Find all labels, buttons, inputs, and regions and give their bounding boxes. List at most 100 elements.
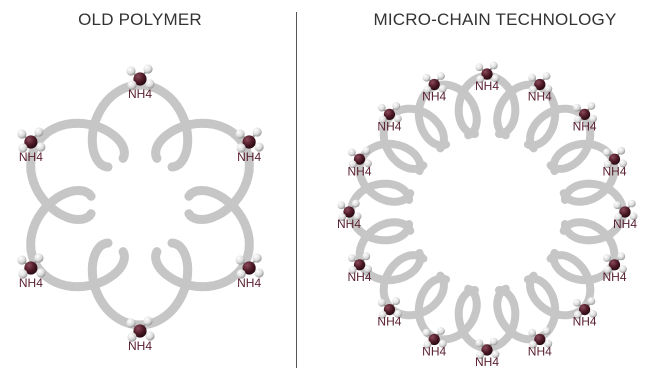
nh4-molecule: NH4 xyxy=(17,253,46,290)
nh4-label: NH4 xyxy=(422,90,446,104)
nitrogen-atom xyxy=(24,261,38,275)
hydrogen-atom xyxy=(573,115,582,124)
nh4-label: NH4 xyxy=(128,339,152,353)
hydrogen-atom xyxy=(392,102,401,110)
hydrogen-atom xyxy=(235,255,245,265)
nh4-label: NH4 xyxy=(528,90,552,104)
hydrogen-atom xyxy=(619,159,627,168)
nitrogen-atom xyxy=(578,108,591,121)
hydrogen-atom xyxy=(362,252,371,261)
hydrogen-atom xyxy=(347,148,356,157)
nitrogen-atom xyxy=(383,303,396,316)
hydrogen-atom xyxy=(377,103,386,112)
hydrogen-atom xyxy=(475,339,484,348)
hydrogen-atom xyxy=(378,310,387,319)
nh4-label: NH4 xyxy=(422,345,446,359)
hydrogen-atom xyxy=(18,269,28,279)
hydrogen-atom xyxy=(236,269,246,279)
hydrogen-atom xyxy=(254,142,264,152)
hydrogen-atom xyxy=(392,297,401,305)
hydrogen-atom xyxy=(491,74,500,83)
hydrogen-atom xyxy=(348,266,357,274)
nitrogen-atom xyxy=(343,206,355,218)
nh4-molecule: NH4 xyxy=(126,64,155,101)
hydrogen-atom xyxy=(528,73,537,82)
hydrogen-atom xyxy=(542,72,551,80)
hydrogen-atom xyxy=(617,252,626,261)
hydrogen-atom xyxy=(126,318,136,328)
nh4-molecule: NH4 xyxy=(377,102,402,134)
nh4-molecule: NH4 xyxy=(126,316,155,353)
nitrogen-atom xyxy=(578,303,591,316)
hydrogen-atom xyxy=(627,199,636,208)
nh4-label: NH4 xyxy=(347,164,371,178)
nitrogen-atom xyxy=(428,78,440,91)
nh4-label: NH4 xyxy=(475,79,499,93)
nh4-label: NH4 xyxy=(528,345,552,359)
nh4-molecule: NH4 xyxy=(422,327,447,359)
nh4-label: NH4 xyxy=(237,150,261,164)
chain-loop xyxy=(454,286,520,352)
hydrogen-atom xyxy=(476,351,485,360)
nh4-label: NH4 xyxy=(573,315,597,329)
hydrogen-atom xyxy=(489,337,498,346)
hydrogen-atom xyxy=(252,127,262,137)
chain-loop xyxy=(561,179,627,245)
nitrogen-atom xyxy=(24,135,38,149)
nh4-molecule: NH4 xyxy=(573,297,597,329)
hydrogen-atom xyxy=(236,143,246,153)
nitrogen-atom xyxy=(383,108,396,121)
hydrogen-atom xyxy=(364,159,372,168)
nitrogen-atom xyxy=(133,324,147,338)
hydrogen-atom xyxy=(544,84,553,93)
nitrogen-atom xyxy=(242,135,256,149)
hydrogen-atom xyxy=(145,331,155,341)
hydrogen-atom xyxy=(364,265,372,273)
hydrogen-atom xyxy=(423,85,432,94)
hydrogen-atom xyxy=(613,201,622,210)
hydrogen-atom xyxy=(348,160,357,169)
hydrogen-atom xyxy=(362,146,371,155)
micro-chain-diagram: NH4NH4NH4NH4NH4NH4NH4NH4NH4NH4NH4NH4NH4N… xyxy=(337,61,638,369)
nh4-molecule: NH4 xyxy=(235,253,264,290)
nh4-molecule: NH4 xyxy=(602,146,627,178)
chain-loop xyxy=(26,118,129,224)
hydrogen-atom xyxy=(145,79,155,89)
hydrogen-atom xyxy=(475,63,484,72)
nh4-molecule: NH4 xyxy=(602,252,627,284)
hydrogen-atom xyxy=(603,266,612,274)
hydrogen-atom xyxy=(254,268,264,278)
hydrogen-atom xyxy=(489,61,498,70)
hydrogen-atom xyxy=(127,332,137,342)
hydrogen-atom xyxy=(252,253,262,263)
nh4-molecule: NH4 xyxy=(347,252,372,284)
hydrogen-atom xyxy=(603,160,612,169)
nh4-label: NH4 xyxy=(475,355,499,369)
micro-chain-title: MICRO-CHAIN TECHNOLOGY xyxy=(373,10,617,29)
nh4-molecule: NH4 xyxy=(475,61,500,93)
nh4-label: NH4 xyxy=(613,217,637,231)
hydrogen-atom xyxy=(617,146,626,155)
hydrogen-atom xyxy=(529,340,537,349)
hydrogen-atom xyxy=(143,316,153,326)
nh4-molecule: NH4 xyxy=(337,199,362,231)
nitrogen-atom xyxy=(481,68,493,80)
hydrogen-atom xyxy=(619,265,627,273)
nitrogen-atom xyxy=(428,333,440,346)
hydrogen-atom xyxy=(377,298,386,307)
nitrogen-atom xyxy=(353,153,366,165)
hydrogen-atom xyxy=(378,115,387,124)
nh4-label: NH4 xyxy=(19,150,43,164)
hydrogen-atom xyxy=(126,66,136,76)
nitrogen-atom xyxy=(353,259,366,271)
hydrogen-atom xyxy=(422,328,431,337)
nh4-molecule: NH4 xyxy=(235,127,264,164)
hydrogen-atom xyxy=(587,297,596,305)
hydrogen-atom xyxy=(34,253,44,263)
hydrogen-atom xyxy=(143,64,153,74)
hydrogen-atom xyxy=(476,75,485,84)
hydrogen-atom xyxy=(347,254,356,262)
hydrogen-atom xyxy=(587,102,596,110)
